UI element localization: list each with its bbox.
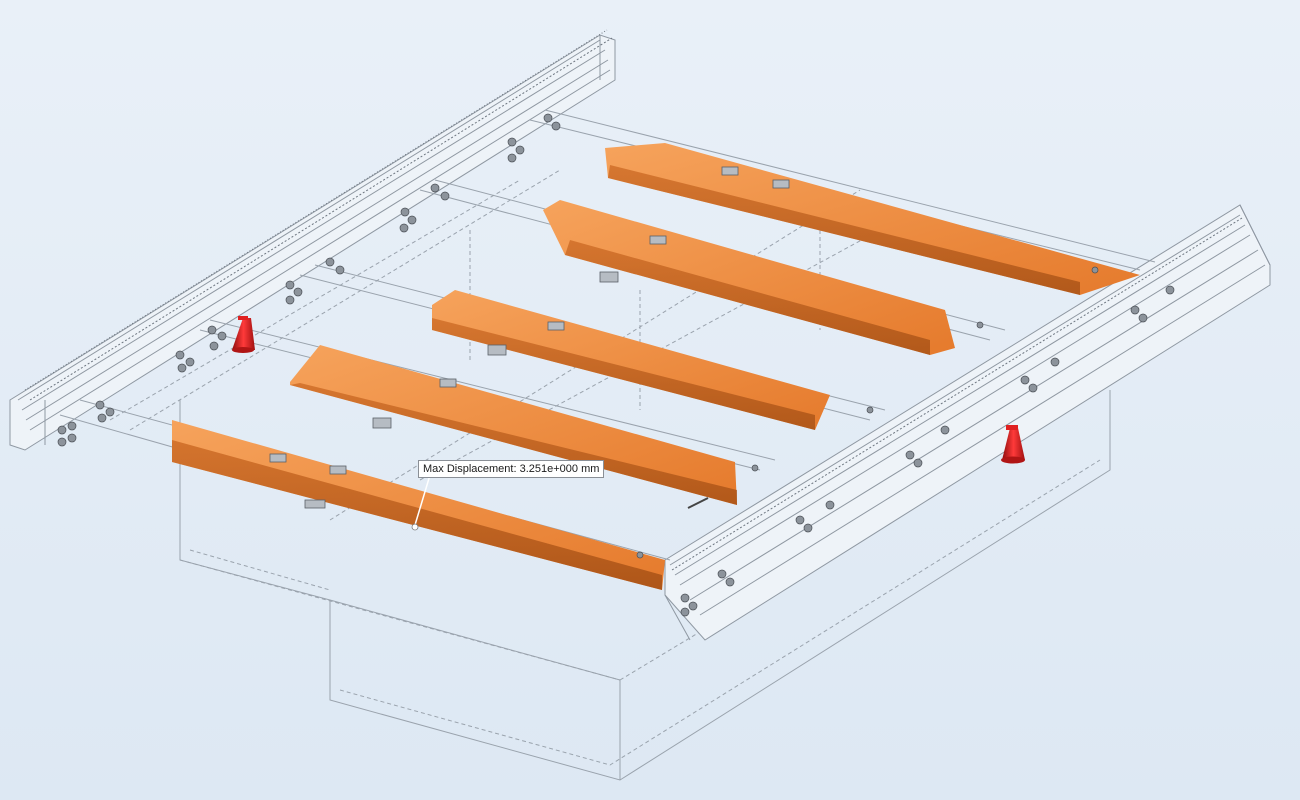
beam-3[interactable] (432, 290, 830, 430)
fixed-constraint-cone-icon[interactable] (1001, 425, 1025, 464)
beam-1[interactable] (172, 420, 665, 590)
beam-4[interactable] (543, 200, 955, 355)
pin-marker (687, 497, 709, 509)
max-displacement-probe[interactable]: Max Displacement: 3.251e+000 mm (418, 460, 605, 478)
beam-5[interactable] (605, 143, 1140, 295)
left-rail (9, 29, 616, 451)
max-displacement-label: Max Displacement: 3.251e+000 mm (423, 463, 600, 475)
fixed-constraint-cone-icon[interactable] (232, 316, 255, 353)
probe-leader (411, 474, 431, 531)
beam-2[interactable] (290, 345, 737, 505)
bolt-clusters (57, 113, 1175, 617)
mounting-brackets (269, 166, 790, 509)
